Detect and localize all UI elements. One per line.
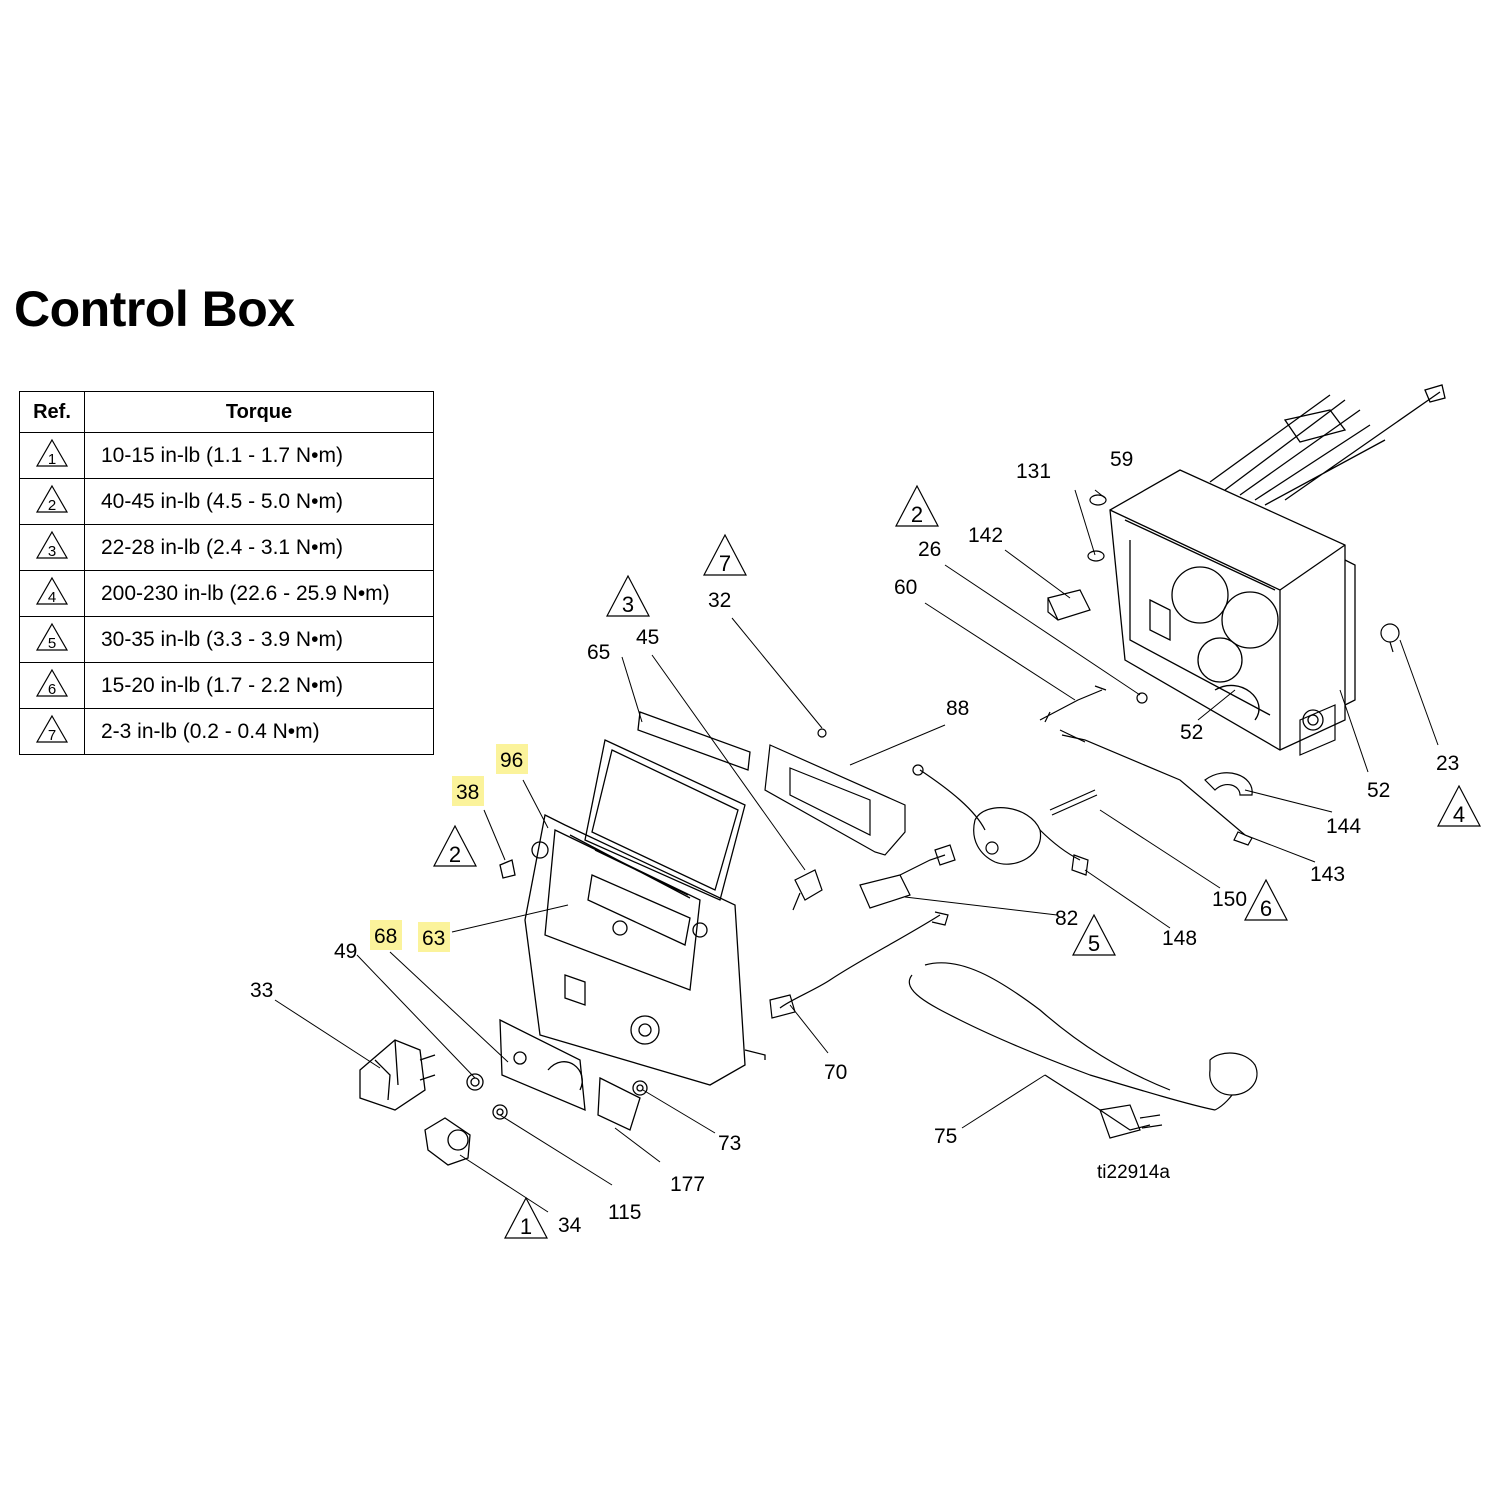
torque-table-header: Ref. Torque: [19, 391, 434, 433]
callout-144: 144: [1326, 815, 1361, 838]
torque-marker-icon: 2: [35, 484, 69, 514]
ref-header: Ref.: [19, 391, 85, 433]
torque-marker-number: 3: [622, 592, 634, 617]
torque-marker-number: 1: [520, 1214, 532, 1239]
callout-73: 73: [718, 1132, 741, 1155]
torque-marker-icon: 1: [35, 438, 69, 468]
torque-triangle: [1244, 878, 1288, 921]
torque-value: 200-230 in-lb (22.6 - 25.9 N•m): [84, 570, 434, 617]
torque-ref-cell: 6: [19, 662, 85, 709]
callout-59: 59: [1110, 448, 1133, 471]
callout-highlights: [370, 744, 528, 952]
figure-id: ti22914a: [1097, 1162, 1170, 1183]
callout-150: 150: [1212, 888, 1247, 911]
torque-row: 1 10-15 in-lb (1.1 - 1.7 N•m): [19, 432, 434, 479]
callout-34: 34: [558, 1214, 582, 1237]
torque-marker-3: 3: [606, 574, 650, 617]
torque-value: 2-3 in-lb (0.2 - 0.4 N•m): [84, 708, 434, 755]
callout-60: 60: [894, 576, 917, 599]
callout-33: 33: [250, 979, 273, 1002]
torque-marker-5: 5: [1072, 913, 1116, 956]
torque-marker-icon: 6: [35, 668, 69, 698]
torque-triangle: [433, 824, 477, 867]
callout-45: 45: [636, 626, 659, 649]
torque-value: 10-15 in-lb (1.1 - 1.7 N•m): [84, 432, 434, 479]
torque-triangle: [504, 1196, 548, 1239]
torque-triangle: [703, 533, 747, 576]
torque-row: 6 15-20 in-lb (1.7 - 2.2 N•m): [19, 662, 434, 709]
torque-ref-cell: 1: [19, 432, 85, 479]
callout-68: 68: [374, 925, 397, 948]
torque-row: 7 2-3 in-lb (0.2 - 0.4 N•m): [19, 708, 434, 755]
torque-marker-number: 2: [449, 842, 461, 867]
torque-ref-cell: 2: [19, 478, 85, 525]
torque-marker-icon: 3: [35, 530, 69, 560]
torque-triangle: [1072, 913, 1116, 956]
callout-115: 115: [608, 1201, 641, 1224]
torque-marker-icon: 7: [35, 714, 69, 744]
torque-value: 15-20 in-lb (1.7 - 2.2 N•m): [84, 662, 434, 709]
panel-assembly: [359, 711, 766, 1166]
torque-marker-number: 6: [1260, 896, 1272, 921]
torque-row: 2 40-45 in-lb (4.5 - 5.0 N•m): [19, 478, 434, 525]
callout-23: 23: [1436, 752, 1459, 775]
callout-70: 70: [824, 1061, 847, 1084]
torque-marker-number: 4: [1453, 802, 1465, 827]
torque-triangle: [1437, 784, 1481, 827]
callout-38: 38: [456, 781, 479, 804]
torque-triangle: [606, 574, 650, 617]
callout-49: 49: [334, 940, 357, 963]
small-parts: [764, 494, 1400, 1139]
part-callouts: 1315914226605252231441431501488288324565…: [250, 448, 1459, 1237]
torque-marker-2: 2: [433, 824, 477, 867]
callout-131: 131: [1016, 460, 1051, 483]
torque-marker-2: 2: [895, 484, 939, 527]
torque-ref-number: 4: [48, 589, 56, 606]
torque-row: 4 200-230 in-lb (22.6 - 25.9 N•m): [19, 570, 434, 617]
torque-ref-cell: 5: [19, 616, 85, 663]
callout-82: 82: [1055, 907, 1078, 930]
torque-marker-number: 5: [1088, 931, 1100, 956]
callout-52: 52: [1180, 721, 1203, 744]
callout-52: 52: [1367, 779, 1390, 802]
callout-32: 32: [708, 589, 731, 612]
callout-88: 88: [946, 697, 969, 720]
torque-ref-number: 2: [48, 497, 56, 514]
torque-marker-1: 1: [504, 1196, 548, 1239]
torque-marker-number: 7: [719, 551, 731, 576]
torque-marker-icon: 4: [35, 576, 69, 606]
callout-65: 65: [587, 641, 610, 664]
torque-ref-number: 3: [48, 543, 56, 560]
torque-triangle: [895, 484, 939, 527]
callout-63: 63: [422, 927, 445, 950]
torque-marker-icon: 5: [35, 622, 69, 652]
torque-ref-number: 5: [48, 635, 56, 652]
callout-142: 142: [968, 524, 1003, 547]
torque-ref-cell: 7: [19, 708, 85, 755]
callout-96: 96: [500, 749, 523, 772]
callout-177: 177: [670, 1173, 705, 1196]
torque-header: Torque: [84, 391, 434, 433]
page-title: Control Box: [14, 281, 295, 337]
callout-75: 75: [934, 1125, 957, 1148]
callout-26: 26: [918, 538, 941, 561]
torque-marker-4: 4: [1437, 784, 1481, 827]
torque-table: Ref. Torque 1 10-15 in-lb (1.1 - 1.7 N•m)…: [19, 391, 434, 755]
torque-ref-number: 1: [48, 451, 56, 468]
torque-ref-number: 7: [48, 727, 56, 744]
torque-ref-number: 6: [48, 681, 56, 698]
control-box-housing-59: [1109, 384, 1446, 751]
callout-148: 148: [1162, 927, 1197, 950]
torque-marker-number: 2: [911, 502, 923, 527]
torque-marker-7: 7: [703, 533, 747, 576]
torque-value: 40-45 in-lb (4.5 - 5.0 N•m): [84, 478, 434, 525]
torque-marker-6: 6: [1244, 878, 1288, 921]
callout-143: 143: [1310, 863, 1345, 886]
